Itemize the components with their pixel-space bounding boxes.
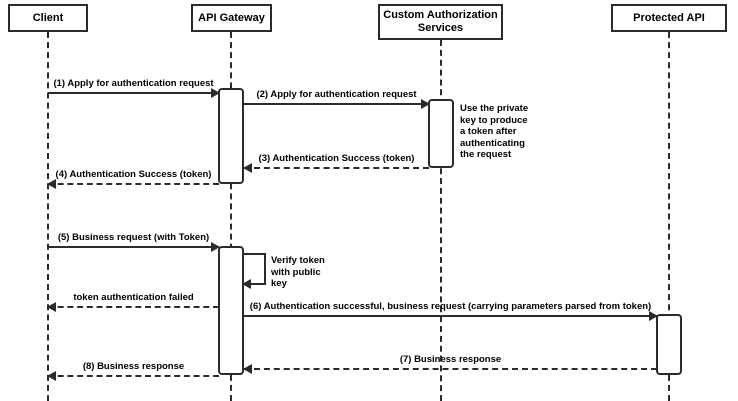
message-token-authentication-failed-arrowhead [47,302,56,312]
activation-api-gateway-business [218,246,244,375]
activation-api-gateway-auth [218,88,244,184]
self-call-verify-token[interactable] [242,253,266,289]
participant-label-api-gateway: API Gateway [198,11,265,24]
message-1-arrowhead [211,88,220,98]
message-2-label: (2) Apply for authentication request [256,89,417,100]
message-5-label: (5) Business request (with Token) [57,232,210,243]
message-8-line [48,375,219,377]
activation-custom-authorization-services [428,99,454,168]
message-8-label: (8) Business response [82,361,185,372]
participant-label-protected-api: Protected API [633,11,705,24]
lifeline-custom-authorization-services [440,40,442,401]
message-6-label: (6) Authentication successful, business … [249,301,652,312]
message-3-label: (3) Authentication Success (token) [258,153,415,164]
message-1-line [48,92,219,94]
activation-protected-api [656,314,682,375]
self-call-verify-token-label: Verify token with public key [271,255,325,289]
message-2-arrowhead [421,99,430,109]
message-4-arrowhead [47,179,56,189]
lifeline-client [47,32,49,401]
message-7-label: (7) Business response [399,354,502,365]
message-6-line [244,315,657,317]
participant-box-custom-authorization-services[interactable]: Custom Authorization Services [378,4,503,40]
lifeline-protected-api [668,32,670,401]
message-7-line [244,368,657,370]
message-3-line [244,167,429,169]
message-5-arrowhead [211,242,220,252]
participant-box-api-gateway[interactable]: API Gateway [191,4,272,32]
message-token-authentication-failed-line [48,306,219,308]
participant-label-client: Client [32,11,64,24]
note-private-key: Use the private key to produce a token a… [460,103,529,160]
participant-box-protected-api[interactable]: Protected API [611,4,727,32]
message-1-label: (1) Apply for authentication request [53,78,214,89]
message-7-arrowhead [243,364,252,374]
message-8-arrowhead [47,371,56,381]
lifeline-api-gateway [230,32,232,401]
participant-box-client[interactable]: Client [8,4,88,32]
message-5-line [48,246,219,248]
message-4-label: (4) Authentication Success (token) [55,169,212,180]
message-4-line [48,183,219,185]
message-6-arrowhead [649,311,658,321]
message-2-line [244,103,429,105]
message-3-arrowhead [243,163,252,173]
self-call-verify-token-arrowhead [242,279,251,289]
participant-label-custom-authorization-services: Custom Authorization Services [383,9,498,34]
message-token-authentication-failed-label: token authentication failed [73,292,194,303]
